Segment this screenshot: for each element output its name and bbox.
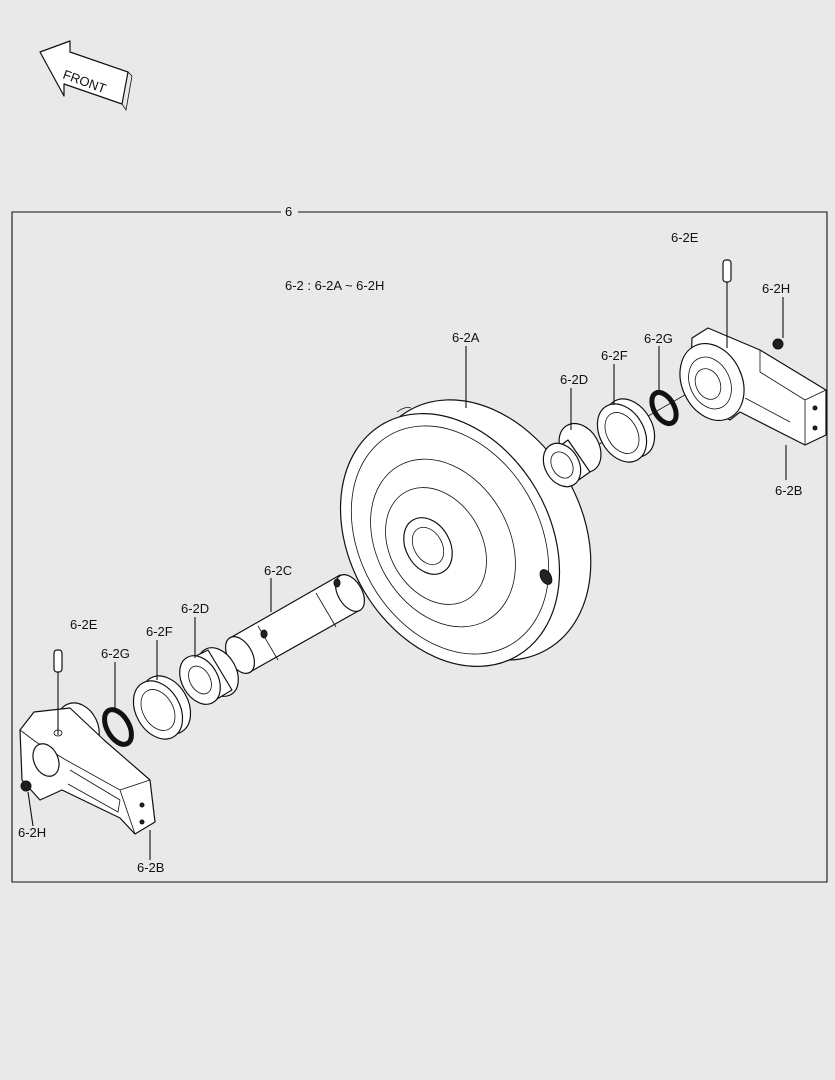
label-seal-left: 6-2F bbox=[146, 624, 173, 639]
shaft bbox=[224, 574, 366, 674]
label-shaft: 6-2C bbox=[264, 563, 292, 578]
collar-right bbox=[542, 422, 602, 488]
pin-left bbox=[53, 649, 63, 735]
seal-left bbox=[132, 675, 192, 740]
label-seal-right: 6-2F bbox=[601, 348, 628, 363]
label-collar-right: 6-2D bbox=[560, 372, 588, 387]
legend-text: 6-2 : 6-2A ~ 6-2H bbox=[285, 278, 384, 293]
oring-right bbox=[649, 389, 679, 427]
collar-left bbox=[179, 647, 239, 705]
idler-wheel bbox=[339, 399, 592, 667]
label-plug-right: 6-2H bbox=[762, 281, 790, 296]
oring-left bbox=[102, 707, 134, 747]
frame-label: 6 bbox=[285, 204, 292, 219]
pin-right bbox=[722, 259, 732, 348]
label-bracket-right: 6-2B bbox=[775, 483, 802, 498]
label-collar-left: 6-2D bbox=[181, 601, 209, 616]
label-pin-left: 6-2E bbox=[70, 617, 98, 632]
label-bracket-left: 6-2B bbox=[137, 860, 164, 875]
label-oring-right: 6-2G bbox=[644, 331, 673, 346]
bracket-right bbox=[679, 327, 827, 446]
plug-right bbox=[772, 338, 784, 350]
front-arrow: FRONT bbox=[39, 40, 133, 112]
assembly-frame: 6 bbox=[11, 204, 828, 883]
label-wheel: 6-2A bbox=[452, 330, 480, 345]
plug-left bbox=[20, 780, 32, 792]
bracket-left bbox=[19, 702, 156, 835]
leader-lines bbox=[27, 297, 787, 860]
label-pin-right: 6-2E bbox=[671, 230, 699, 245]
label-oring-left: 6-2G bbox=[101, 646, 130, 661]
callout-labels: 6-2A 6-2C 6-2D 6-2F 6-2G 6-2E 6-2H 6-2B … bbox=[18, 230, 802, 875]
label-plug-left: 6-2H bbox=[18, 825, 46, 840]
